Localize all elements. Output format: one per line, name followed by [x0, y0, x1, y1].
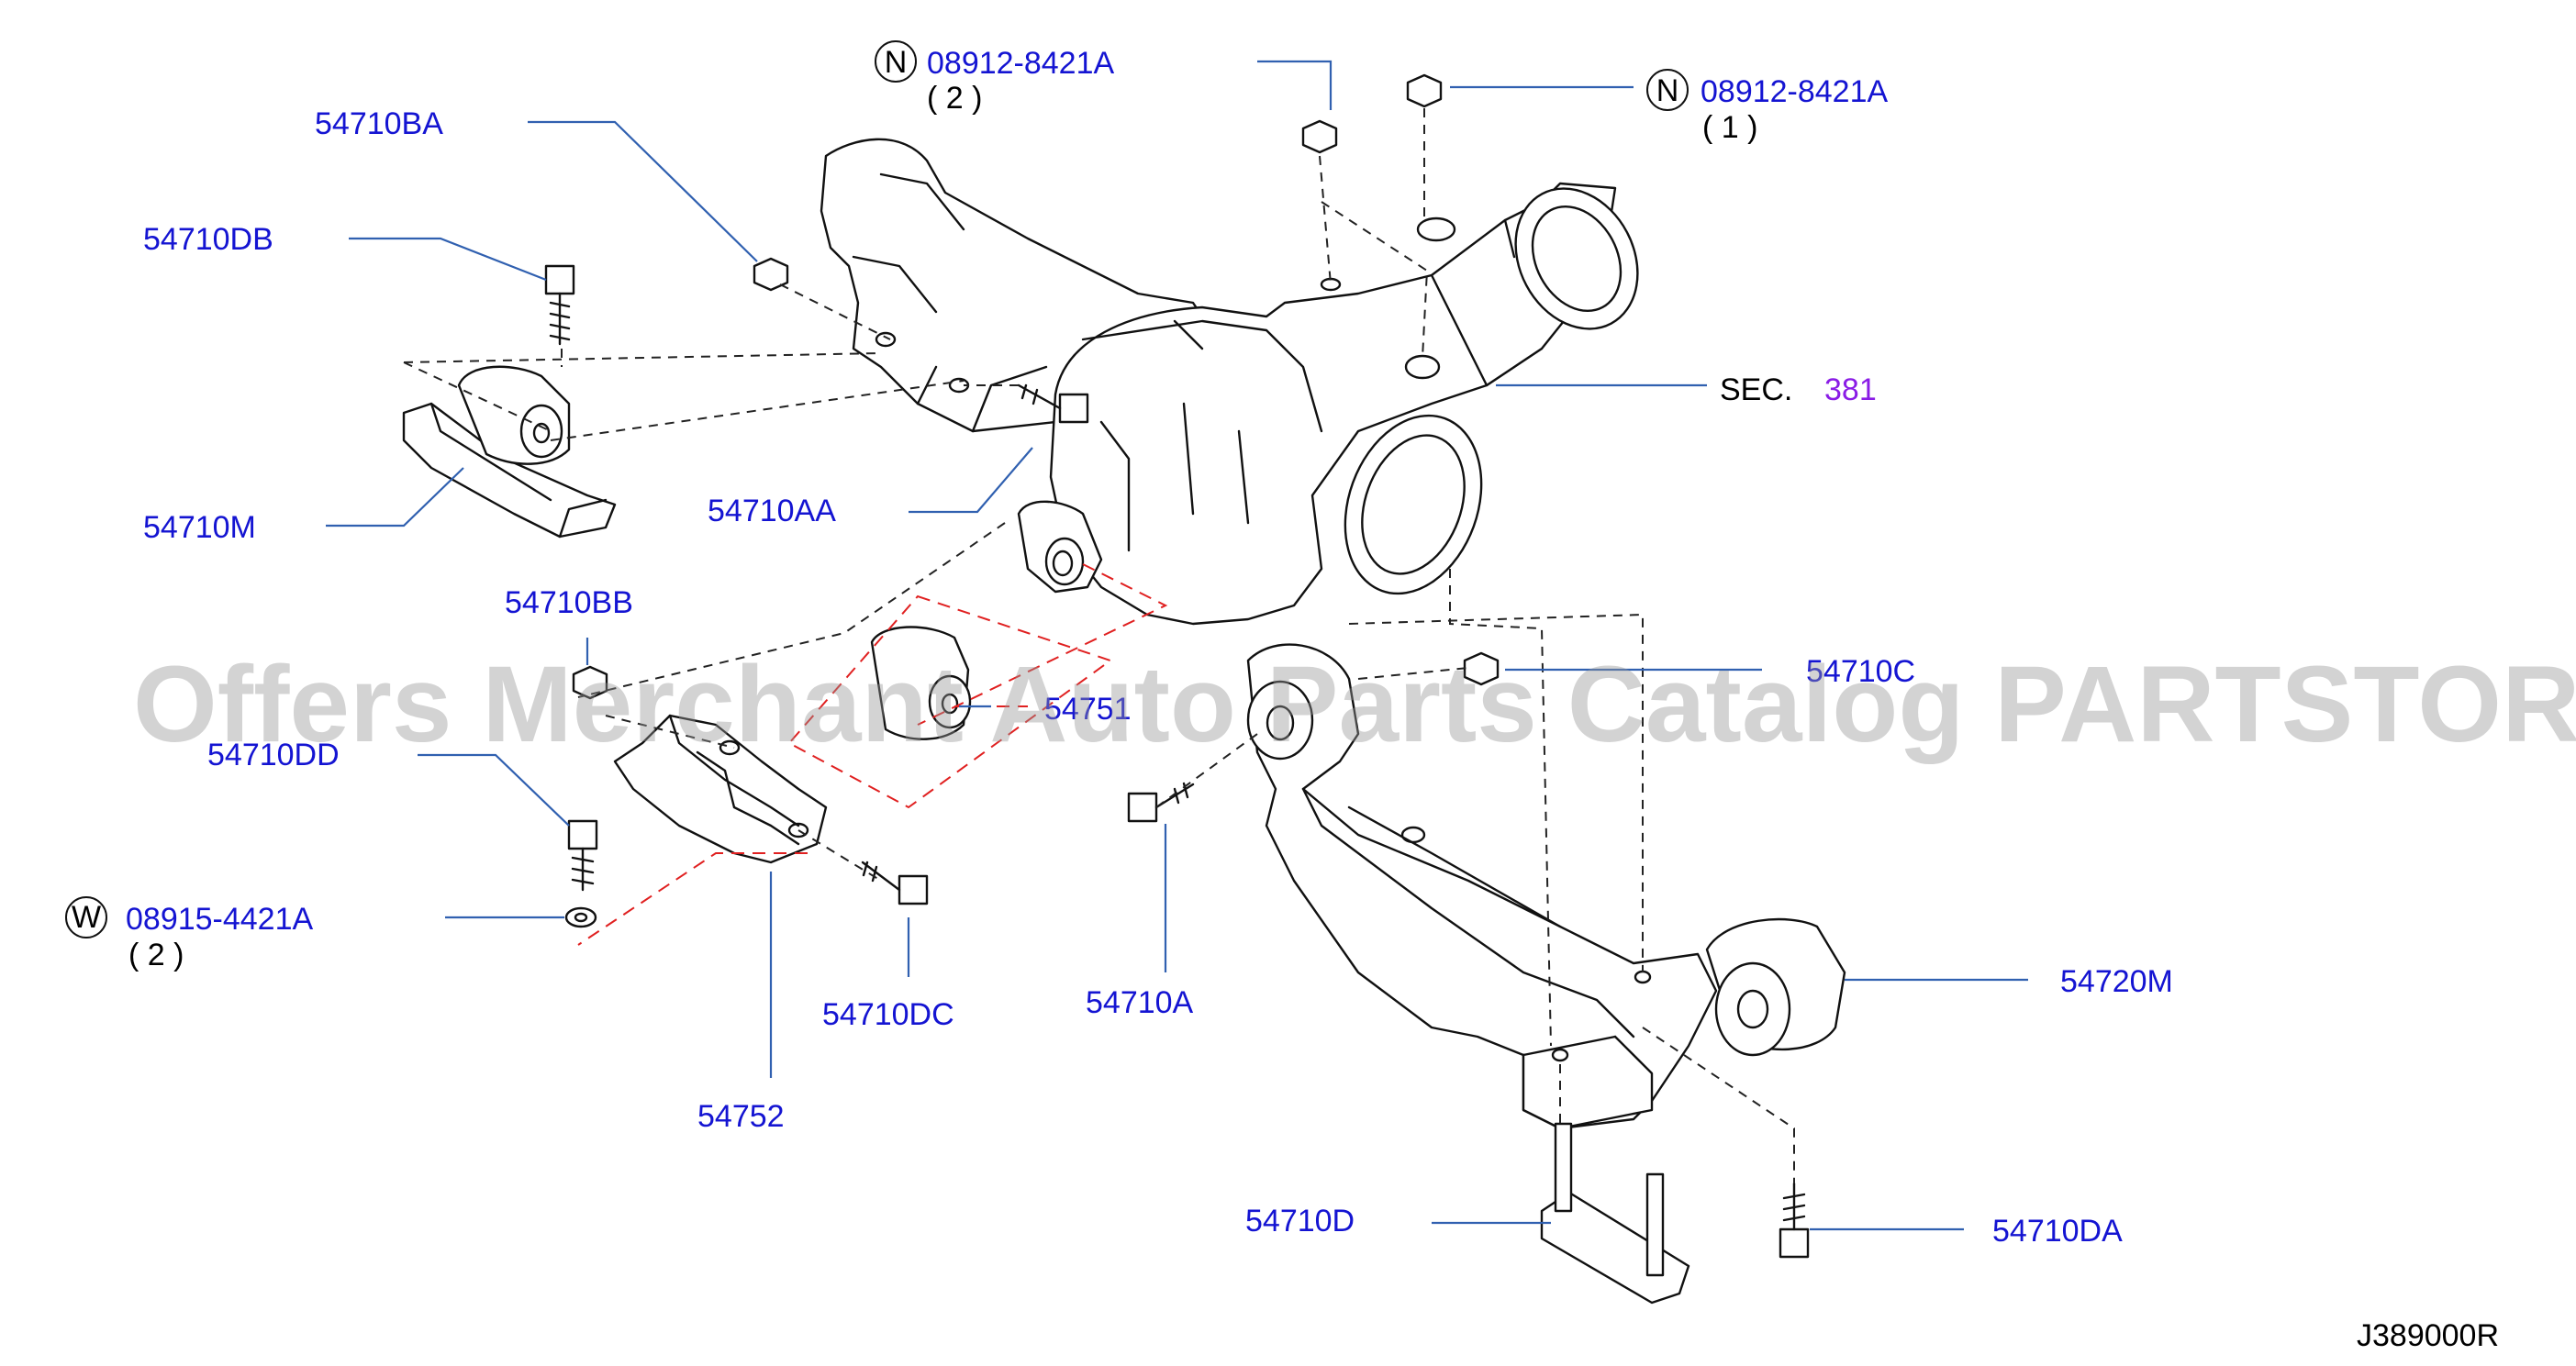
- part-54710m[interactable]: 54710M: [143, 510, 256, 545]
- nut-ref-2-qty: ( 2 ): [927, 81, 982, 116]
- n-circle-icon: [875, 40, 917, 83]
- leader-lines: [326, 60, 2028, 1231]
- washer-ref[interactable]: 08915-4421A: [126, 902, 314, 937]
- part-54710da[interactable]: 54710DA: [1992, 1214, 2123, 1249]
- part-54710ba[interactable]: 54710BA: [315, 106, 443, 141]
- callout-labels: N 08912-8421A ( 2 ) N 08912-8421A ( 1 ) …: [65, 40, 2499, 1353]
- fasteners: [544, 73, 1810, 1305]
- section-prefix: SEC.: [1720, 372, 1792, 407]
- part-54751[interactable]: 54751: [1044, 692, 1132, 727]
- bracket-54752: [613, 714, 828, 864]
- w-circle-icon: [65, 896, 107, 938]
- washer-ref-prefix: W: [72, 900, 101, 935]
- nut-ref-1-qty: ( 1 ): [1702, 110, 1757, 145]
- nut-ref-2-prefix: N: [885, 45, 908, 80]
- rear-mount-member: [1246, 643, 1846, 1130]
- part-54710aa[interactable]: 54710AA: [708, 494, 836, 528]
- insulator-54751: [870, 626, 972, 740]
- part-54710dd[interactable]: 54710DD: [207, 738, 340, 772]
- n-circle-icon: [1646, 69, 1689, 111]
- part-54710d[interactable]: 54710D: [1245, 1204, 1355, 1238]
- nut-ref-1-prefix: N: [1656, 73, 1679, 108]
- part-54720m[interactable]: 54720M: [2060, 964, 2173, 999]
- nut-ref-1[interactable]: 08912-8421A: [1701, 74, 1889, 109]
- section-ref-381[interactable]: 381: [1824, 372, 1877, 407]
- part-54710a[interactable]: 54710A: [1086, 985, 1194, 1020]
- differential-carrier: [820, 138, 1639, 626]
- part-54710db[interactable]: 54710DB: [143, 222, 273, 257]
- insulator-54710m: [402, 365, 617, 539]
- part-54752[interactable]: 54752: [697, 1099, 785, 1134]
- part-54710bb[interactable]: 54710BB: [505, 585, 633, 620]
- assembly-dashed-lines: [403, 108, 1795, 1183]
- watermark: Offers Merchant Auto Parts Catalog PARTS…: [133, 644, 2576, 765]
- washer-ref-qty: ( 2 ): [128, 938, 184, 972]
- nut-ref-2[interactable]: 08912-8421A: [927, 46, 1115, 81]
- part-54710dc[interactable]: 54710DC: [822, 997, 954, 1032]
- diagram-code: J389000R: [2357, 1318, 2499, 1353]
- part-54710c[interactable]: 54710C: [1806, 654, 1915, 689]
